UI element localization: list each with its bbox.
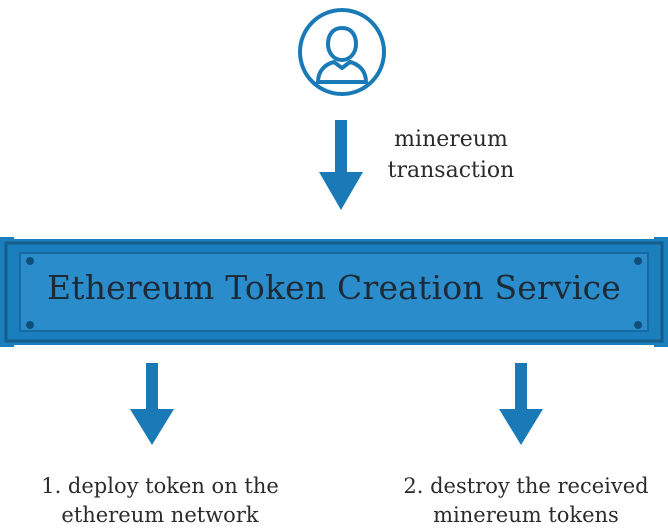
transaction-label: minereum transaction: [376, 124, 526, 186]
step-2-line2: minereum tokens: [433, 503, 619, 527]
arrow-down-icon: [319, 120, 363, 210]
transaction-label-line2: transaction: [387, 158, 515, 183]
step-1-line1: 1. deploy token on the: [41, 474, 279, 498]
user-icon: [298, 8, 386, 96]
step-deploy-token: 1. deploy token on the ethereum network: [20, 472, 300, 529]
service-banner: [0, 237, 668, 347]
service-title: Ethereum Token Creation Service: [46, 268, 622, 307]
step-1-line2: ethereum network: [61, 503, 259, 527]
arrow-down-icon: [130, 363, 174, 445]
step-destroy-tokens: 2. destroy the received minereum tokens: [390, 472, 662, 529]
transaction-label-line1: minereum: [394, 127, 508, 152]
arrow-down-icon: [499, 363, 543, 445]
step-2-line1: 2. destroy the received: [403, 474, 649, 498]
